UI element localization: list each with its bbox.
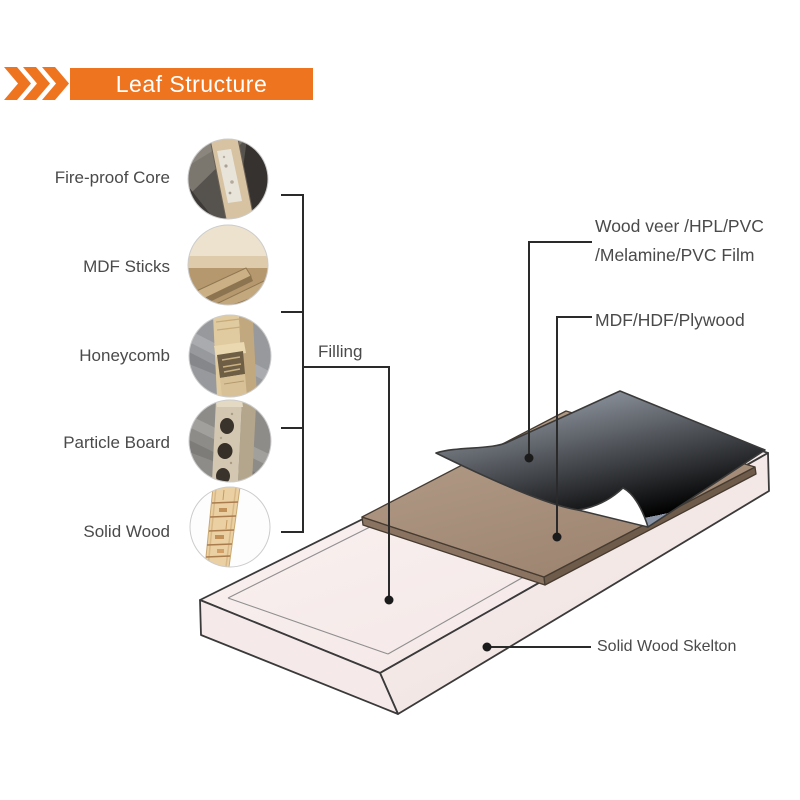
label-mdf-sticks: MDF Sticks — [83, 257, 170, 276]
surface-dot — [524, 453, 534, 463]
surface-connector — [528, 241, 592, 455]
door-end-face — [199, 599, 399, 715]
label-surface-line1: Wood veer /HPL/PVC — [595, 216, 764, 236]
triple-chevron-right-icon — [4, 67, 69, 100]
label-solid-wood: Solid Wood — [83, 522, 170, 541]
photo-ring — [187, 224, 269, 306]
photo-ring — [188, 314, 272, 398]
connector-dots — [384, 453, 562, 652]
label-surface-layers: Wood veer /HPL/PVC /Melamine/PVC Film — [595, 212, 764, 270]
mdf-sticks-photo — [188, 225, 268, 305]
label-filling: Filling — [318, 342, 363, 361]
label-solid-wood-skeleton: Solid Wood Skelton — [597, 638, 737, 655]
label-surface-line2: /Melamine/PVC Film — [595, 245, 755, 265]
solid-wood-photo — [190, 487, 270, 567]
fire-proof-core-photo — [188, 139, 268, 219]
filling-dot — [384, 595, 394, 605]
photo-ring — [187, 138, 269, 220]
skeleton-dot — [482, 642, 492, 652]
surface-sheet-curl — [577, 487, 649, 528]
core-board-connector — [556, 316, 592, 534]
connector-lines — [281, 194, 592, 648]
filling-connector — [303, 366, 390, 598]
surface-sheet — [435, 390, 766, 528]
section-title-bar: Leaf Structure — [70, 68, 313, 100]
label-core-board: MDF/HDF/Plywood — [595, 310, 745, 330]
page-title: Leaf Structure — [115, 71, 268, 97]
photo-ring — [189, 486, 271, 568]
label-particle-board: Particle Board — [63, 433, 170, 452]
photo-ring — [188, 399, 272, 483]
honeycomb-photo — [189, 315, 271, 397]
label-honeycomb: Honeycomb — [79, 346, 170, 365]
filling-bracket — [281, 194, 304, 533]
particle-board-photo — [189, 400, 271, 482]
core-board-dot — [552, 532, 562, 542]
label-fire-proof-core: Fire-proof Core — [54, 168, 170, 187]
